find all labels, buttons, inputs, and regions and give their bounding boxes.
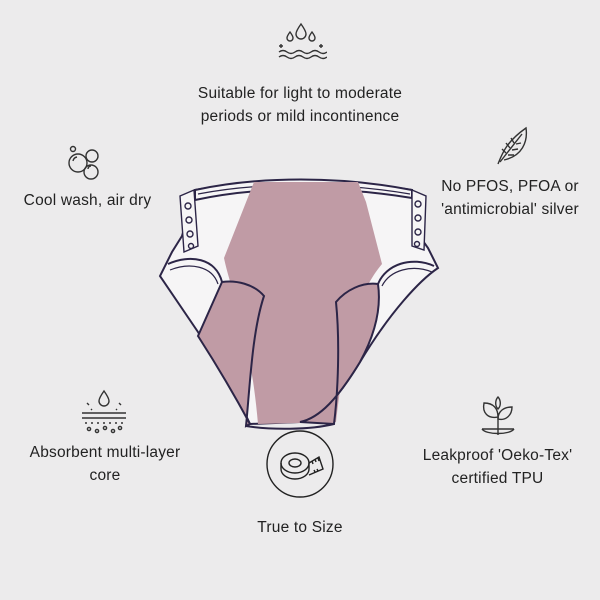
- water-drops-icon: [275, 22, 327, 62]
- underwear-illustration: [150, 172, 450, 434]
- bubbles-icon: [64, 143, 106, 183]
- feature-cool-wash-label: Cool wash, air dry: [23, 192, 152, 209]
- feature-absorbent: Absorbent multi-layer core: [20, 441, 190, 487]
- measuring-tape-icon: [265, 429, 335, 499]
- feature-true-to-size-label: True to Size: [257, 519, 343, 536]
- absorbent-layers-icon: [79, 389, 129, 437]
- leaf-icon: [492, 124, 532, 168]
- feature-true-to-size: True to Size: [220, 516, 380, 539]
- feature-no-pfos-label: No PFOS, PFOA or 'antimicrobial' silver: [441, 178, 579, 218]
- feature-leakproof-label: Leakproof 'Oeko-Tex' certified TPU: [422, 447, 573, 487]
- feature-absorbent-label: Absorbent multi-layer core: [29, 444, 181, 484]
- feature-no-pfos: No PFOS, PFOA or 'antimicrobial' silver: [420, 175, 600, 221]
- feature-light-periods: Suitable for light to moderate periods o…: [190, 82, 410, 128]
- feature-cool-wash: Cool wash, air dry: [5, 189, 170, 212]
- feature-leakproof: Leakproof 'Oeko-Tex' certified TPU: [395, 444, 600, 490]
- sprout-icon: [476, 395, 520, 439]
- feature-light-periods-label: Suitable for light to moderate periods o…: [197, 85, 403, 125]
